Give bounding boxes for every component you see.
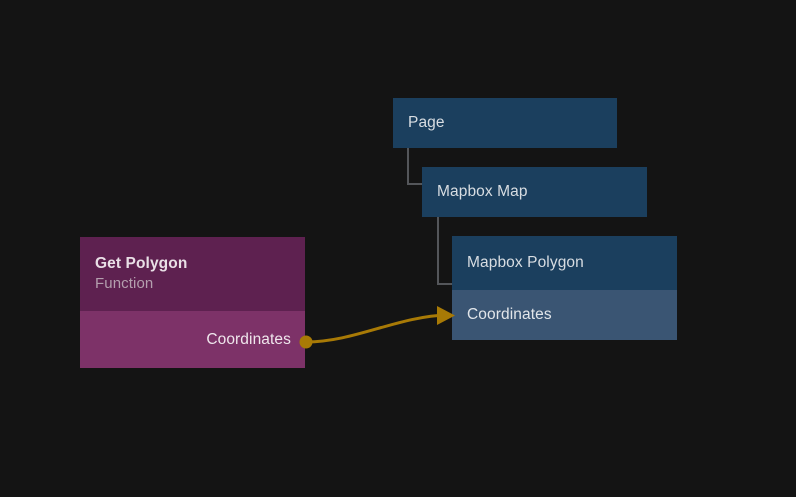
- tree-connector-mapbox-map-to-mapbox-polygon: [437, 215, 453, 285]
- node-mapbox-map[interactable]: Mapbox Map: [422, 167, 647, 217]
- node-get-polygon[interactable]: Get Polygon Function Coordinates: [80, 237, 305, 368]
- node-get-polygon-title: Get Polygon: [95, 255, 188, 273]
- port-label-coordinates-input: Coordinates: [467, 306, 552, 323]
- node-get-polygon-subtitle: Function: [95, 275, 154, 293]
- node-mapbox-polygon-title: Mapbox Polygon: [467, 254, 584, 272]
- node-page-title: Page: [408, 114, 445, 132]
- node-get-polygon-header[interactable]: Get Polygon Function: [80, 237, 305, 311]
- node-page[interactable]: Page: [393, 98, 617, 148]
- tree-connector-page-to-mapbox-map: [407, 146, 423, 185]
- node-mapbox-polygon[interactable]: Mapbox Polygon Coordinates: [452, 236, 677, 340]
- node-mapbox-map-header[interactable]: Mapbox Map: [422, 167, 647, 217]
- port-label-coordinates-output: Coordinates: [206, 330, 291, 348]
- node-page-header[interactable]: Page: [393, 98, 617, 148]
- node-mapbox-polygon-header[interactable]: Mapbox Polygon: [452, 236, 677, 290]
- port-row-mapbox-polygon-coordinates[interactable]: Coordinates: [452, 290, 677, 340]
- node-mapbox-map-title: Mapbox Map: [437, 183, 528, 201]
- wire-coordinates-binding[interactable]: [304, 313, 450, 344]
- port-row-get-polygon-coordinates[interactable]: Coordinates: [80, 311, 305, 368]
